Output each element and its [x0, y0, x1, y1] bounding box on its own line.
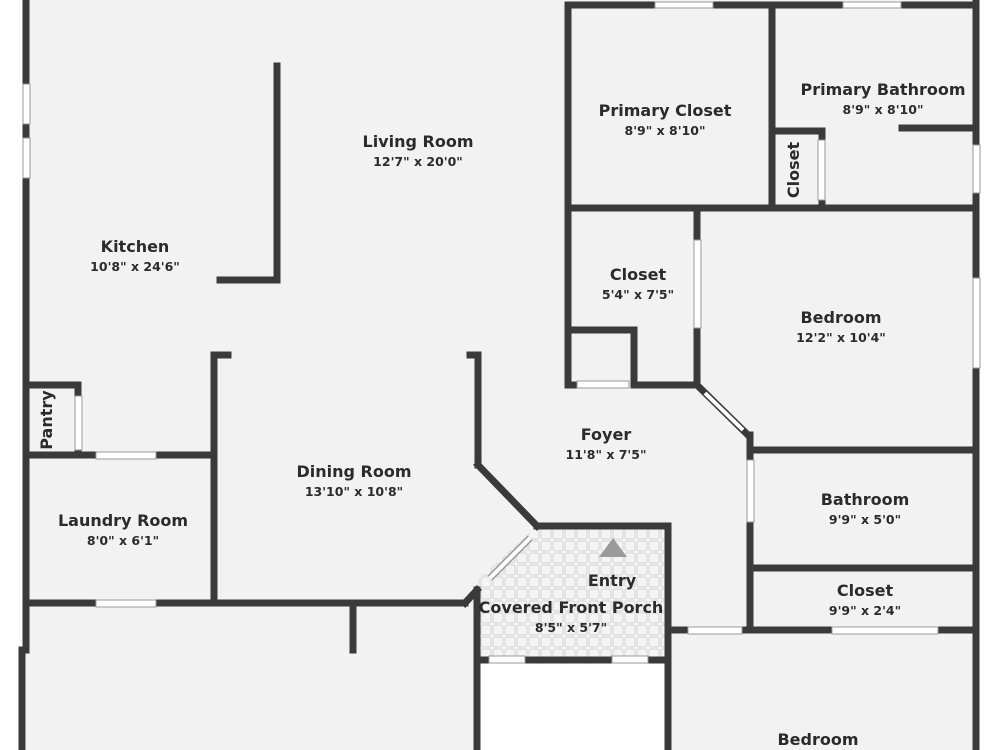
floor-areas	[26, 0, 976, 750]
hall-closet-name: Closet	[610, 265, 667, 284]
entry-name: Entry	[588, 571, 637, 590]
window	[611, 655, 649, 664]
angled-openings	[487, 382, 753, 581]
window	[22, 83, 31, 125]
bedroom-2-name: Bedroom	[777, 730, 858, 749]
living-room-name: Living Room	[363, 132, 474, 151]
primary-bathroom-dims: 8'9" x 8'10"	[843, 102, 924, 117]
entry-arrow-icon	[599, 538, 627, 557]
walls	[18, 0, 980, 750]
door-opening	[687, 626, 743, 635]
foyer-dims: 11'8" x 7'5"	[566, 447, 647, 462]
bath-closet-dims: 9'9" x 2'4"	[829, 603, 901, 618]
openings	[22, 1, 981, 664]
covered-front-porch-dims: 8'5" x 5'7"	[535, 620, 607, 635]
kitchen-dims: 10'8" x 24'6"	[90, 259, 180, 274]
primary-closet-dims: 8'9" x 8'10"	[625, 123, 706, 138]
foyer-name: Foyer	[581, 425, 632, 444]
primary-bathroom-name: Primary Bathroom	[800, 80, 965, 99]
bedroom-1-name: Bedroom	[800, 308, 881, 327]
bath-closet-name: Closet	[837, 581, 894, 600]
porch-floor	[477, 526, 668, 660]
door-opening	[693, 239, 702, 329]
window	[488, 655, 526, 664]
bathroom-dims: 9'9" x 5'0"	[829, 512, 901, 527]
hall-closet-dims: 5'4" x 7'5"	[602, 287, 674, 302]
door-opening	[576, 380, 630, 389]
door-opening	[95, 451, 157, 460]
door-opening	[831, 626, 939, 635]
dining-room-dims: 13'10" x 10'8"	[305, 484, 403, 499]
bedroom-1-dims: 12'2" x 10'4"	[796, 330, 886, 345]
window	[842, 1, 902, 9]
laundry-room-name: Laundry Room	[58, 511, 188, 530]
window	[22, 137, 31, 179]
laundry-room-dims: 8'0" x 6'1"	[87, 533, 159, 548]
dining-room-name: Dining Room	[296, 462, 411, 481]
door-opening	[746, 459, 755, 523]
door-opening	[95, 599, 157, 608]
window	[74, 395, 83, 451]
primary-closet-name: Primary Closet	[599, 101, 732, 120]
room-labels: Living Room 12'7" x 20'0" Kitchen 10'8" …	[37, 80, 966, 749]
covered-front-porch-name: Covered Front Porch	[479, 598, 664, 617]
bathroom-name: Bathroom	[821, 490, 910, 509]
pantry-name: Pantry	[37, 390, 56, 450]
window	[654, 1, 714, 9]
window	[972, 144, 981, 194]
kitchen-name: Kitchen	[101, 237, 170, 256]
primary-bath-closet-name: Closet	[784, 142, 803, 199]
window	[972, 277, 981, 369]
garage-opening	[478, 662, 668, 750]
window	[817, 139, 826, 201]
living-room-dims: 12'7" x 20'0"	[373, 154, 463, 169]
